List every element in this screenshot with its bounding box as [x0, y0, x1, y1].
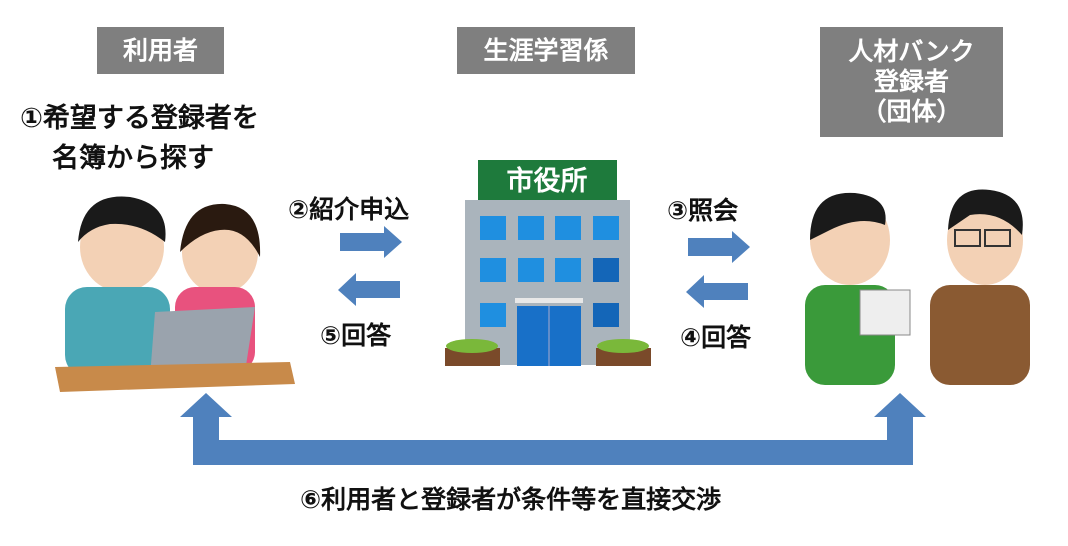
step3-label: ③照会 [667, 196, 739, 225]
label-user: 利用者 [97, 27, 224, 74]
arrow-left-step4 [686, 275, 748, 308]
step1-line2: 名簿から探す [52, 143, 214, 174]
step2-label: ②紹介申込 [288, 195, 410, 224]
label-bank-line3: （団体） [861, 97, 962, 126]
arrow-right-step2 [340, 226, 402, 258]
step5-label: ⑤回答 [320, 321, 392, 350]
arrow-negotiation [180, 393, 926, 465]
city-hall-illustration: 市役所 [445, 160, 651, 366]
label-office-text: 生涯学習係 [483, 35, 609, 65]
label-user-text: 利用者 [122, 35, 198, 65]
arrow-left-step5 [338, 273, 400, 306]
label-bank-line1: 人材バンク [848, 37, 975, 66]
label-bank-line2: 登録者 [873, 67, 949, 96]
city-hall-sign [478, 160, 617, 200]
city-hall-sign-text: 市役所 [507, 165, 588, 197]
arrow-right-step3 [688, 231, 750, 263]
step6-label: ⑥利用者と登録者が条件等を直接交渉 [300, 485, 722, 514]
label-office: 生涯学習係 [457, 27, 635, 74]
label-talent-bank: 人材バンク 登録者 （団体） [820, 27, 1003, 137]
step1-line1: ①希望する登録者を [20, 103, 259, 134]
users-illustration [55, 196, 295, 392]
registrants-illustration [805, 189, 1030, 385]
step4-label: ④回答 [680, 323, 752, 352]
